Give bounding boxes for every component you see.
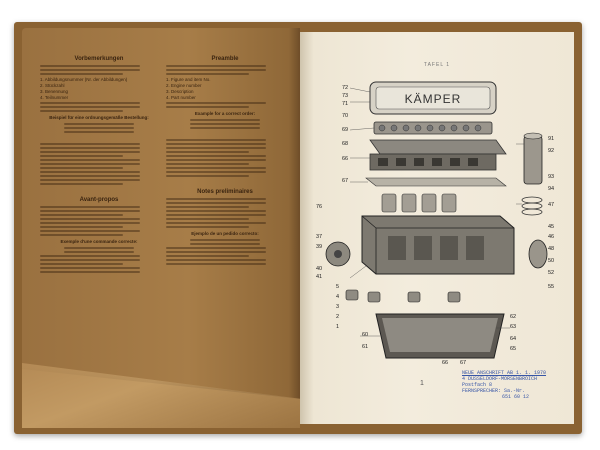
order-item-4-en: 4. Part number bbox=[166, 95, 196, 100]
stamp-line: FERNSPRECHER: Sa.-Nr. bbox=[462, 388, 526, 394]
callout: 67 bbox=[342, 178, 348, 184]
callout: 70 bbox=[342, 113, 348, 119]
callout: 61 bbox=[362, 344, 368, 350]
callout: 76 bbox=[316, 204, 322, 210]
callout: 5 bbox=[336, 284, 339, 290]
brand-label: KÄMPER bbox=[405, 92, 462, 106]
order-item-4: 4. Teilnummer bbox=[40, 95, 69, 100]
engine-block bbox=[361, 215, 515, 275]
callout: 64 bbox=[510, 336, 516, 342]
cylinder-head bbox=[369, 139, 507, 171]
callout: 52 bbox=[548, 270, 554, 276]
order-item-3: 3. Benennung bbox=[40, 89, 69, 94]
timing-gear bbox=[325, 241, 351, 267]
callout: 4 bbox=[336, 294, 339, 300]
heading-preamble: Preamble bbox=[211, 56, 239, 62]
heading-avant-propos: Avant-propos bbox=[79, 197, 119, 203]
callout: 37 bbox=[316, 234, 322, 240]
order-item-3-en: 3. Description bbox=[166, 89, 194, 94]
callout: 41 bbox=[316, 274, 322, 280]
callout: 68 bbox=[342, 141, 348, 147]
order-item-1-en: 1. Figure and item No. bbox=[166, 77, 211, 82]
rocker-assembly bbox=[373, 121, 493, 135]
callout: 65 bbox=[510, 346, 516, 352]
stamp-line: Postfach 8 bbox=[462, 382, 493, 388]
callout: 62 bbox=[510, 314, 516, 320]
oil-pan bbox=[375, 313, 505, 359]
address-stamp: NEUE ANSCHRIFT AB 1. 1. 1970 4 DÜSSELDOR… bbox=[462, 370, 572, 400]
stamp-line: 651 60 12 bbox=[502, 394, 530, 400]
callout: 39 bbox=[316, 244, 322, 250]
bearing-caps bbox=[345, 289, 461, 303]
callout: 91 bbox=[548, 136, 554, 142]
order-item-1: 1. Abbildungsnummer (Nr. der Abbildungen… bbox=[40, 77, 128, 82]
right-page: TAFEL 1 KÄMPER bbox=[300, 32, 574, 424]
callout: 2 bbox=[336, 314, 339, 320]
callout: 94 bbox=[548, 186, 554, 192]
callout: 45 bbox=[548, 224, 554, 230]
callout: 66 bbox=[342, 156, 348, 162]
callout: 50 bbox=[548, 258, 554, 264]
callout: 3 bbox=[336, 304, 339, 310]
callout: 72 bbox=[342, 85, 348, 91]
leader-lines bbox=[349, 87, 524, 337]
callout: 46 bbox=[548, 234, 554, 240]
head-gasket bbox=[365, 177, 507, 187]
valve-cover: KÄMPER bbox=[369, 81, 497, 115]
example-heading-es: Ejemplo de un pedido correcto: bbox=[191, 231, 259, 236]
stamp-line: NEUE ANSCHRIFT AB 1. 1. 1970 bbox=[462, 370, 547, 376]
open-manual-spread: Vorbemerkungen 1. Abbildungsnummer (Nr. … bbox=[22, 28, 578, 428]
flywheel-seal bbox=[528, 239, 548, 269]
order-item-2: 2. Stückzahl bbox=[40, 83, 65, 88]
callout: 71 bbox=[342, 101, 348, 107]
callout: 40 bbox=[316, 266, 322, 272]
callout: 63 bbox=[510, 324, 516, 330]
callout: 67 bbox=[460, 360, 466, 366]
example-heading: Beispiel für eine ordnungsgemäße Bestell… bbox=[49, 115, 149, 120]
heading-vorbemerkungen: Vorbemerkungen bbox=[74, 56, 124, 62]
callout: 73 bbox=[342, 93, 348, 99]
plate-label: TAFEL 1 bbox=[423, 62, 451, 68]
left-page: Vorbemerkungen 1. Abbildungsnummer (Nr. … bbox=[22, 28, 300, 428]
callout: 47 bbox=[548, 202, 554, 208]
part-callouts: 72 73 71 70 69 68 66 67 76 37 39 40 41 5… bbox=[316, 85, 554, 366]
callout: 93 bbox=[548, 174, 554, 180]
callout: 92 bbox=[548, 148, 554, 154]
example-heading-fr: Exemple d'une commande correcte: bbox=[60, 239, 138, 244]
callout: 55 bbox=[548, 284, 554, 290]
heading-notes-preliminaires: Notes preliminaires bbox=[197, 189, 253, 195]
stamp-line: 4 DÜSSELDORF-MÖRSENBROICH bbox=[462, 376, 538, 382]
callout: 69 bbox=[342, 127, 348, 133]
callout: 60 bbox=[362, 332, 368, 338]
pistons bbox=[381, 193, 457, 213]
callout: 66 bbox=[442, 360, 448, 366]
piston-rings bbox=[521, 196, 543, 216]
callout: 48 bbox=[548, 246, 554, 252]
exploded-engine-drawing: KÄMPER bbox=[316, 81, 554, 366]
callout: 1 bbox=[336, 324, 339, 330]
text-column-german: Vorbemerkungen 1. Abbildungsnummer (Nr. … bbox=[40, 52, 158, 275]
liner-sleeve bbox=[523, 132, 543, 185]
order-item-2-en: 2. Engine number bbox=[166, 83, 202, 88]
text-column-english: Preamble 1. Figure and item No. 2. Engin… bbox=[166, 52, 284, 267]
example-heading-en: Example for a correct order: bbox=[194, 111, 256, 116]
page-number: 1 bbox=[420, 380, 424, 387]
